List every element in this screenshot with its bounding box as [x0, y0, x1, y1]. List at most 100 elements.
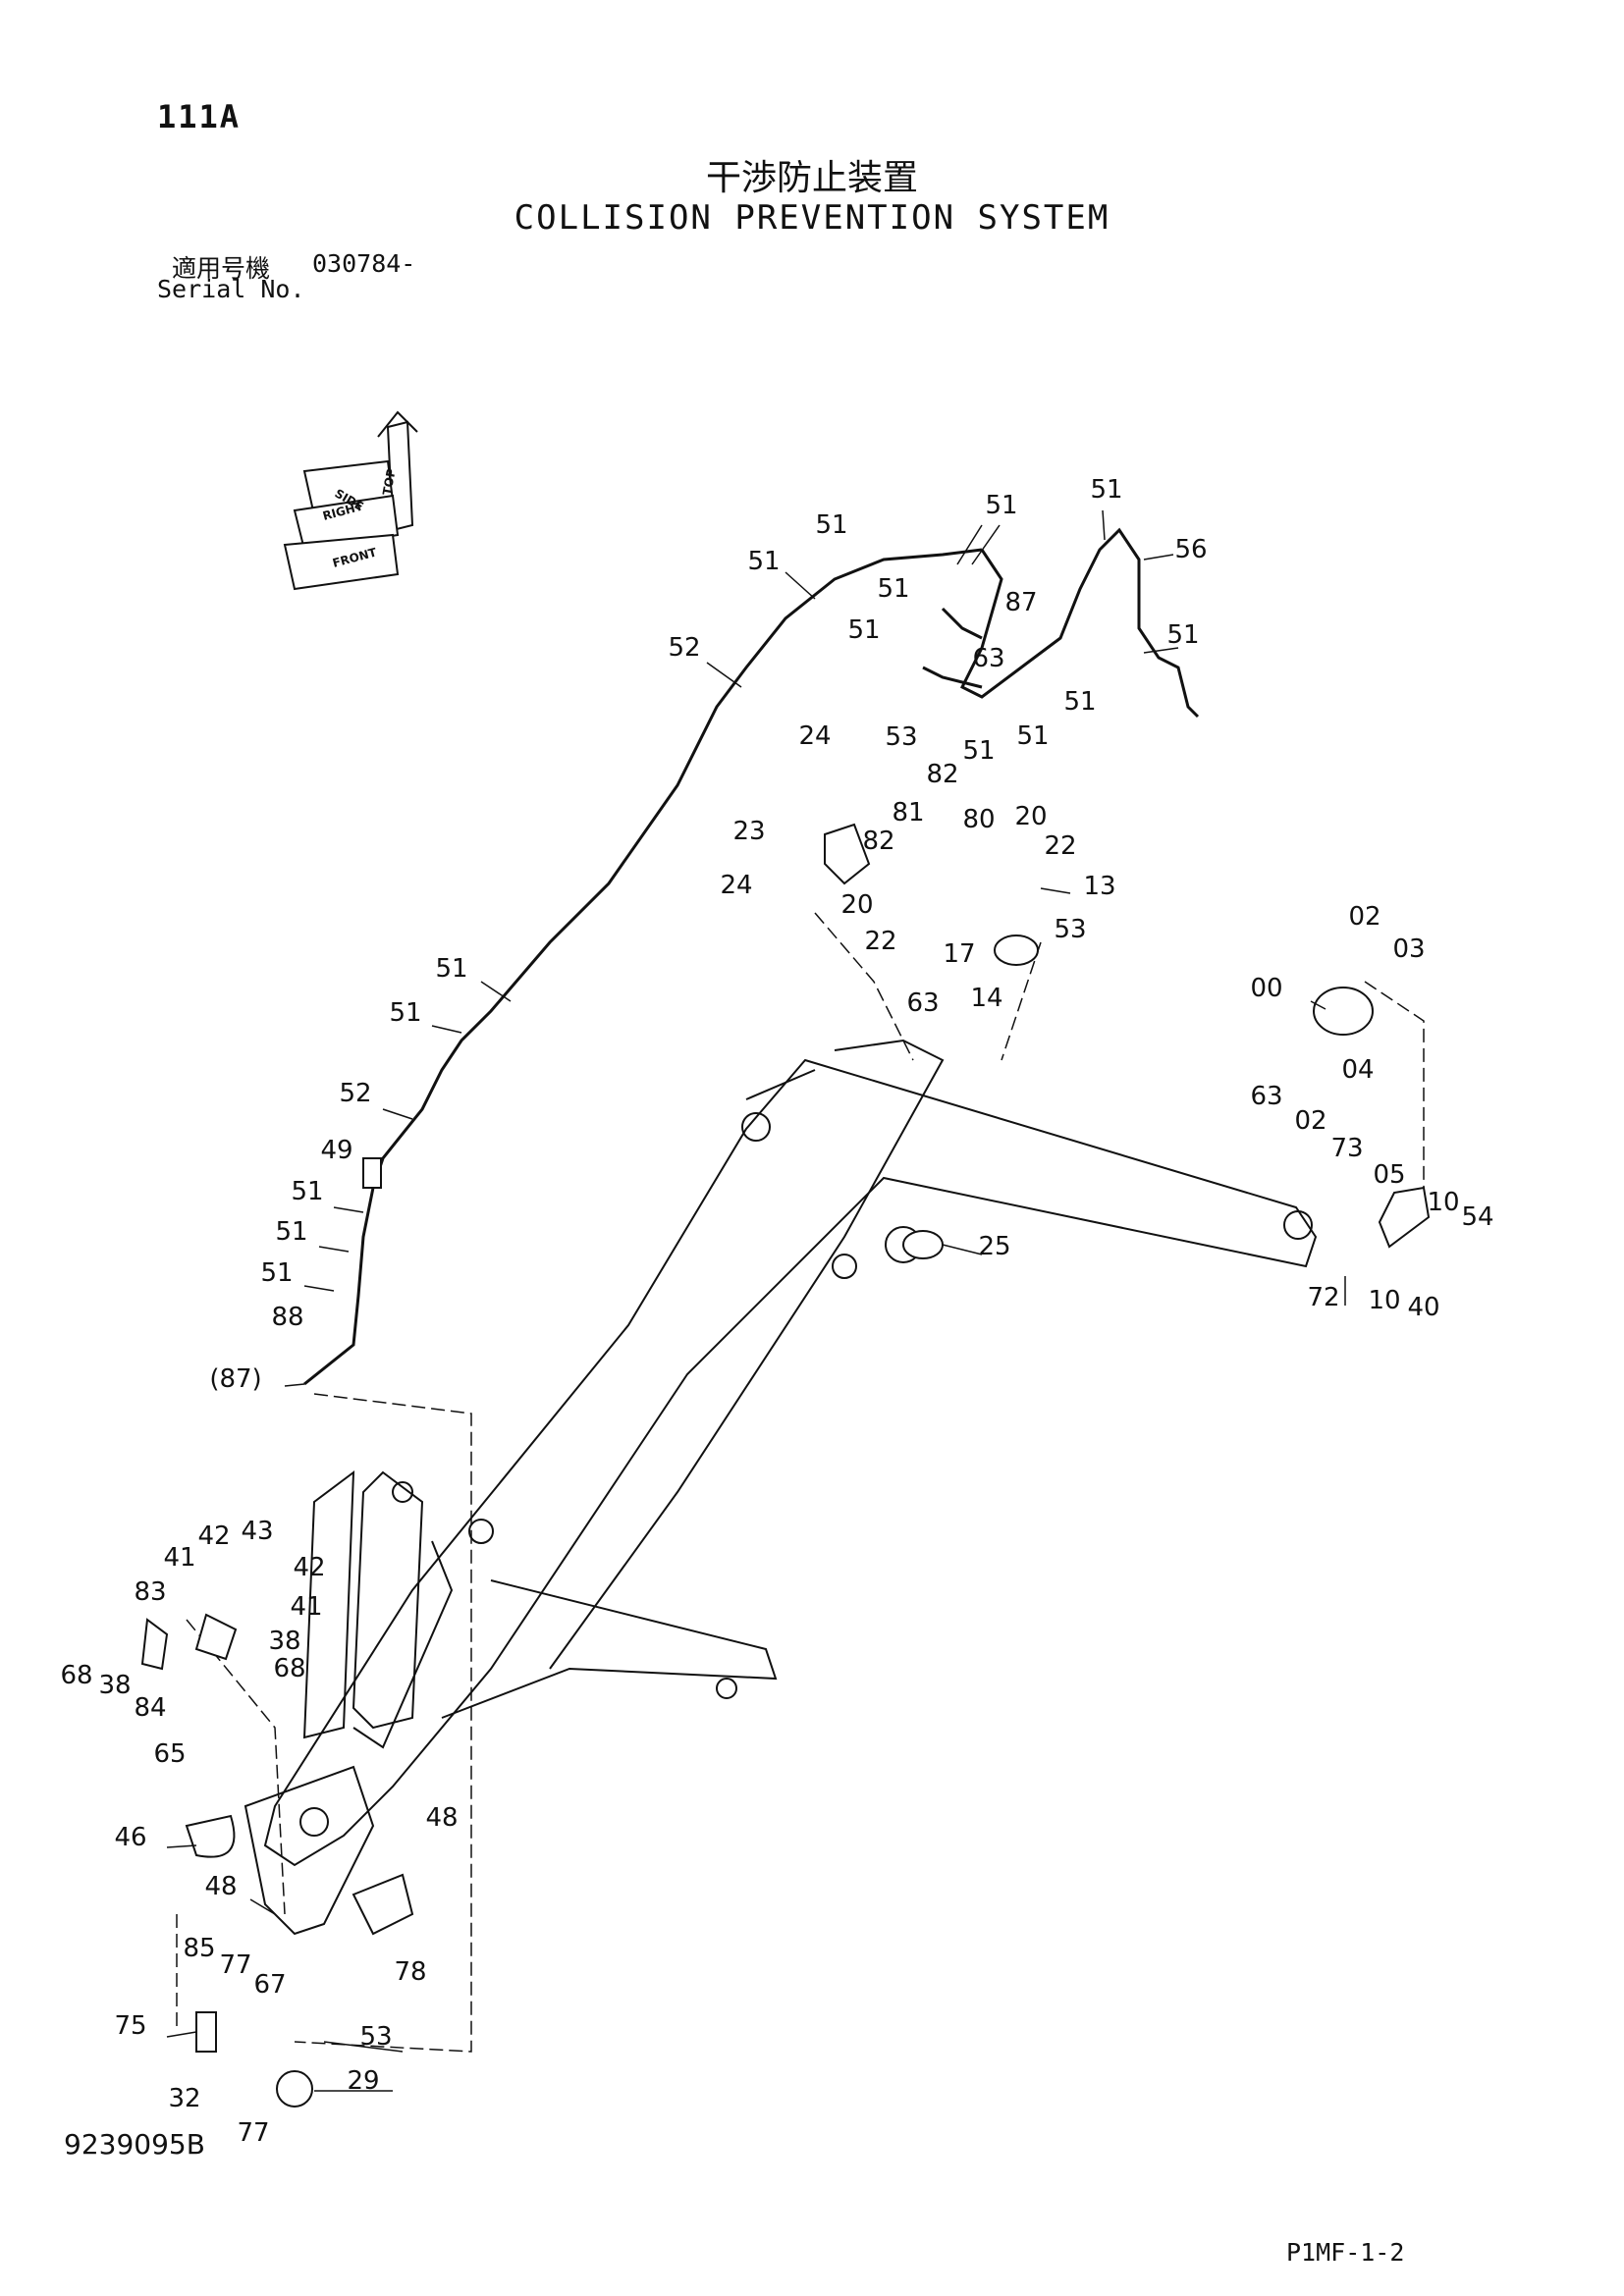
serial-label-english: Serial No.	[157, 275, 305, 303]
part-callout-c80: 80	[962, 805, 995, 834]
part-callout-c02b: 02	[1294, 1106, 1326, 1136]
part-callout-c49: 49	[320, 1136, 352, 1165]
bracket-05	[1378, 1186, 1431, 1249]
page-code: 111A	[157, 98, 242, 135]
part-callout-c51a: 51	[1090, 475, 1122, 505]
part-callout-c84: 84	[134, 1693, 166, 1723]
part-callout-c42b: 42	[293, 1553, 325, 1582]
plate-75	[195, 2011, 217, 2053]
part-callout-c22b: 22	[864, 927, 896, 956]
part-callout-c29: 29	[347, 2066, 379, 2096]
serial-number-value: 030784-	[312, 249, 416, 278]
part-callout-c77a: 77	[219, 1950, 251, 1980]
part-callout-c42a: 42	[197, 1522, 230, 1551]
part-callout-c40: 40	[1407, 1293, 1439, 1322]
part-callout-c51n: 51	[275, 1217, 307, 1247]
part-callout-c03: 03	[1392, 934, 1425, 964]
reference-lines	[176, 912, 1425, 2053]
part-callout-c02a: 02	[1348, 902, 1380, 932]
part-callout-c83: 83	[134, 1577, 166, 1607]
orientation-indicator: TOP SIDE RIGHT FRONT	[283, 410, 418, 591]
part-callout-c13: 13	[1083, 872, 1115, 901]
part-callout-c10b: 10	[1368, 1286, 1400, 1315]
plate-83	[194, 1613, 238, 1661]
part-callout-c00: 00	[1250, 974, 1282, 1003]
title-japanese: 干渉防止装置	[705, 158, 918, 198]
box-49	[362, 1157, 382, 1189]
part-callout-c38a: 38	[268, 1627, 300, 1656]
part-callout-c75: 75	[114, 2011, 146, 2041]
part-callout-c68a: 68	[60, 1661, 92, 1690]
part-callout-c53c: 53	[359, 2022, 392, 2052]
part-callout-c82b: 82	[862, 827, 894, 856]
part-callout-c88: 88	[271, 1303, 303, 1332]
sheet-reference: P1MF-1-2	[1286, 2238, 1405, 2267]
part-callout-c68b: 68	[273, 1654, 305, 1683]
part-callout-c51l: 51	[389, 998, 421, 1028]
part-callout-c78: 78	[394, 1957, 426, 1987]
part-callout-c53a: 53	[885, 722, 917, 752]
sensor-29	[276, 2070, 313, 2108]
part-callout-c73: 73	[1330, 1134, 1363, 1163]
wire-harness	[303, 527, 1200, 1386]
cover-46	[185, 1814, 236, 1858]
part-callout-c23: 23	[732, 817, 765, 846]
bracket-23	[824, 823, 871, 885]
part-callout-c24b: 24	[720, 871, 752, 900]
part-callout-c52a: 52	[668, 633, 700, 663]
part-callout-c81: 81	[892, 798, 924, 828]
part-callout-c14: 14	[970, 984, 1002, 1013]
part-callout-c22a: 22	[1044, 831, 1076, 861]
part-callout-c51i: 51	[1016, 721, 1049, 751]
part-callout-c51d: 51	[747, 547, 780, 576]
part-callout-c53b: 53	[1054, 915, 1086, 944]
part-callout-c51h: 51	[1063, 687, 1096, 717]
part-callout-c51o: 51	[260, 1258, 293, 1288]
part-callout-c63c: 63	[1250, 1082, 1282, 1111]
part-callout-c51m: 51	[291, 1177, 323, 1206]
part-callout-c51j: 51	[962, 736, 995, 766]
sensor-00	[1313, 987, 1374, 1036]
part-callout-c63b: 63	[906, 988, 939, 1018]
part-callout-c48b: 48	[204, 1872, 237, 1901]
part-callout-c72: 72	[1307, 1283, 1339, 1312]
part-callout-c43: 43	[241, 1517, 273, 1546]
leader-lines	[166, 509, 1346, 2092]
part-callout-c51f: 51	[847, 615, 880, 645]
part-callout-c87b: (87)	[209, 1364, 261, 1394]
part-callout-c25: 25	[978, 1232, 1010, 1261]
part-callout-c04: 04	[1341, 1055, 1374, 1085]
drawing-number: 9239095B	[64, 2128, 205, 2161]
part-callout-c52b: 52	[339, 1079, 371, 1108]
part-callout-c51b: 51	[985, 491, 1017, 520]
guard-78	[352, 1873, 414, 1936]
part-callout-c67: 67	[253, 1970, 286, 2000]
orient-top-label: TOP	[380, 467, 399, 496]
part-callout-c38b: 38	[98, 1671, 131, 1700]
serial-label-japanese: 適用号機	[172, 254, 271, 283]
part-callout-c41a: 41	[163, 1543, 195, 1573]
title-english: COLLISION PREVENTION SYSTEM	[514, 198, 1110, 238]
part-callout-c41b: 41	[290, 1592, 322, 1622]
part-callout-c82a: 82	[926, 760, 958, 789]
part-callout-c20b: 20	[840, 890, 873, 920]
part-callout-c85: 85	[183, 1934, 215, 1963]
part-callout-c32: 32	[168, 2084, 200, 2113]
part-callout-c10a: 10	[1427, 1188, 1459, 1217]
part-callout-c20a: 20	[1014, 802, 1047, 831]
part-callout-c51e: 51	[877, 574, 909, 604]
part-callout-c17: 17	[943, 939, 975, 969]
part-callout-c87a: 87	[1004, 588, 1037, 617]
part-callout-c51k: 51	[435, 954, 467, 984]
boom-arm-assembly	[244, 1039, 1318, 1936]
part-callout-c46: 46	[114, 1823, 146, 1852]
part-callout-c63a: 63	[972, 644, 1004, 673]
part-callout-c77b: 77	[237, 2118, 269, 2148]
part-callout-c05: 05	[1373, 1160, 1405, 1190]
components	[140, 823, 1431, 2108]
part-callout-c56: 56	[1174, 535, 1207, 564]
clamp-84	[140, 1618, 169, 1671]
part-callout-c24a: 24	[798, 721, 831, 751]
